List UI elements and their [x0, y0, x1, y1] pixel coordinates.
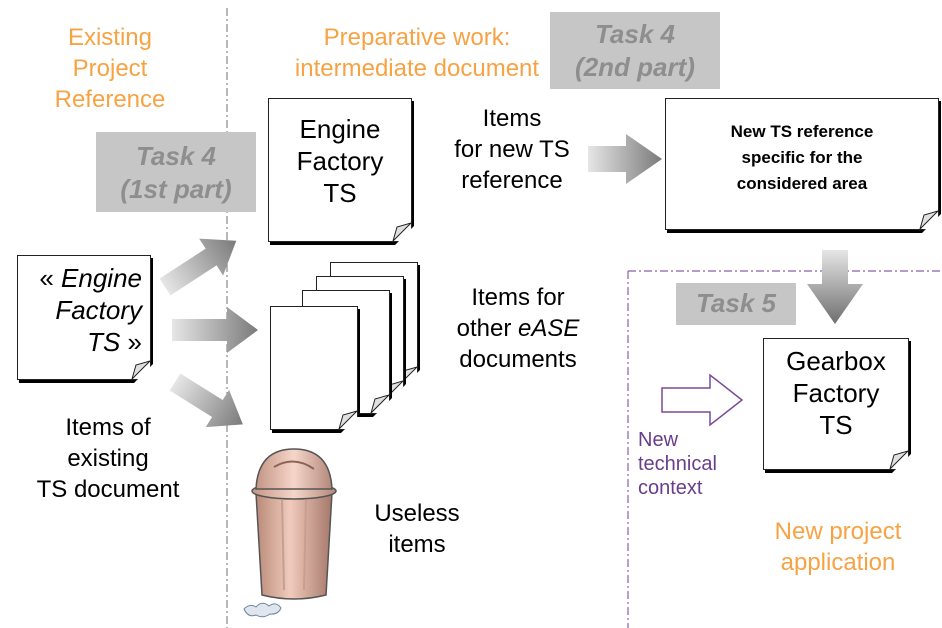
items-existing-line1: Items of	[65, 414, 151, 441]
context-line3: context	[638, 477, 703, 499]
items-existing-line2: existing	[67, 445, 149, 472]
task4-first-sub: (1st part)	[120, 174, 232, 204]
new-project-application-label: New project application	[748, 516, 928, 578]
task4-first-title: Task 4	[136, 141, 216, 171]
items-new-line2: for new TS	[454, 136, 570, 163]
items-other-line1: Items for	[471, 284, 565, 311]
source-doc-text: « Engine Factory TS »	[39, 262, 142, 358]
existing-line: Existing	[67, 24, 153, 51]
context-arrow-icon	[661, 373, 744, 427]
task4-second-part-badge: Task 4 (2nd part)	[550, 12, 720, 89]
page-fold-icon	[371, 395, 389, 413]
gearbox-doc-text: Gearbox Factory TS	[764, 345, 908, 441]
arrow-to-trash	[169, 373, 243, 428]
task4-second-sub: (2nd part)	[575, 52, 695, 82]
page-fold-icon	[920, 211, 938, 229]
items-new-line3: reference	[461, 167, 563, 194]
page-fold-icon	[339, 411, 357, 429]
reference-line: Reference	[54, 86, 166, 113]
useless-line2: items	[388, 531, 446, 558]
preparative-line1: Preparative work:	[323, 24, 511, 51]
task5-title: Task 5	[696, 288, 776, 318]
context-line2: technical	[638, 453, 717, 475]
page-fold-icon	[132, 361, 150, 379]
engine-doc-line2: Factory	[296, 146, 384, 176]
task4-second-title: Task 4	[595, 19, 675, 49]
new-ts-reference-document: New TS reference specific for the consid…	[665, 98, 939, 230]
new-project-line1: New project	[774, 518, 902, 545]
trash-can-icon	[243, 448, 337, 618]
project-line: Project	[72, 55, 148, 82]
engine-doc-line3: TS	[323, 178, 357, 208]
gearbox-doc-line1: Gearbox	[786, 346, 886, 376]
page-fold-icon	[393, 223, 411, 241]
items-other-documents-label: Items for other eASE documents	[428, 282, 608, 375]
source-engine-ts-document: « Engine Factory TS »	[17, 255, 151, 380]
gearbox-doc-line2: Factory	[792, 378, 880, 408]
items-existing-line3: TS document	[36, 476, 180, 503]
arrow-to-other-docs	[172, 307, 258, 353]
engine-doc-line1: Engine	[299, 114, 381, 144]
context-line1: New	[638, 429, 679, 451]
preparative-work-label: Preparative work: intermediate document	[272, 22, 562, 84]
new-technical-context-label: New technical context	[638, 428, 748, 500]
engine-doc-text: Engine Factory TS	[269, 113, 411, 209]
source-doc-line3: TS »	[87, 327, 142, 357]
existing-reference-label: Existing Project Reference	[30, 22, 190, 115]
arrow-down-to-gearbox	[807, 250, 863, 324]
source-doc-line2: Factory	[55, 295, 142, 325]
items-other-line3: documents	[459, 346, 577, 373]
arrow-to-new-ts-reference	[588, 134, 662, 184]
gearbox-factory-ts-document: Gearbox Factory TS	[763, 338, 909, 470]
gearbox-doc-line3: TS	[819, 410, 853, 440]
new-ts-line3: considered area	[736, 174, 868, 193]
items-new-line1: Items	[482, 105, 542, 132]
new-ts-line1: New TS reference	[730, 122, 874, 141]
new-project-line2: application	[780, 549, 896, 576]
new-ts-line2: specific for the	[741, 148, 863, 167]
stacked-document-front	[270, 306, 358, 430]
items-other-line2: other eASE	[456, 315, 580, 342]
task4-first-part-badge: Task 4 (1st part)	[96, 132, 256, 212]
items-for-new-ts-label: Items for new TS reference	[432, 103, 592, 196]
useless-line1: Useless	[374, 500, 460, 527]
page-fold-icon	[890, 451, 908, 469]
items-existing-ts-label: Items of existing TS document	[8, 412, 208, 505]
arrow-to-engine-doc	[159, 238, 237, 296]
source-doc-line1: « Engine	[39, 263, 142, 293]
task5-badge: Task 5	[676, 283, 796, 325]
useless-items-label: Useless items	[362, 498, 472, 560]
preparative-line2: intermediate document	[294, 55, 540, 82]
new-ts-doc-text: New TS reference specific for the consid…	[666, 119, 938, 197]
engine-factory-ts-document: Engine Factory TS	[268, 98, 412, 242]
